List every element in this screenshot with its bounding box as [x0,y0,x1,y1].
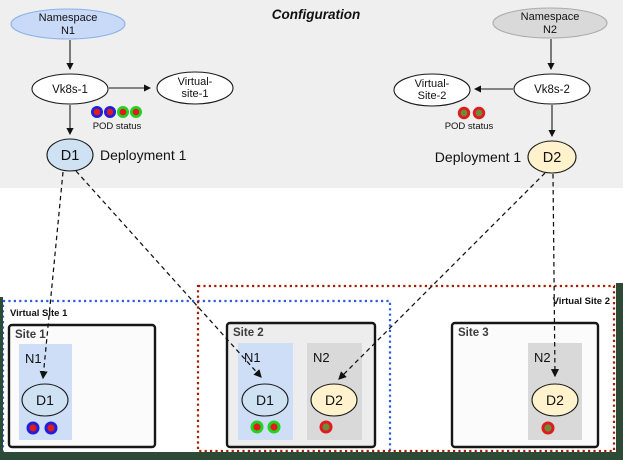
pod-status-dot-center [119,108,127,116]
pod-status-dot-center [460,109,468,117]
pod-status-dot-center [270,423,278,431]
virtual-site2-label-line1: Virtual- [415,78,450,90]
site2-namespace-n1-label: N1 [244,350,261,365]
pod-status-label-n2: POD status [445,121,494,132]
deployment-d1-node-label: D1 [61,148,80,164]
vk8s2-label: Vk8s-2 [534,84,570,96]
virtual-site2-region-label: Virtual Site 2 [553,296,610,307]
deployment-d2-node [527,140,577,174]
dashed-arrow-d1-to-site1 [39,171,64,380]
config-group-n1: Namespace N1 Vk8s-1 Virtual- site-1 POD … [10,8,234,172]
site2-namespace-n2-label: N2 [313,350,330,365]
site1-group: Site 1 N1 D1 [7,323,157,449]
site2-d2-label: D2 [325,392,343,408]
namespace-n2-node [492,7,608,39]
site3-d2-node [531,383,579,417]
virtual-site1-label-line2: site-1 [182,88,209,100]
left-edge-strip [0,297,3,460]
virtual-site2-label-line2: Site-2 [418,90,447,102]
virtual-site2-region [196,284,616,453]
pod-status-dot-center [47,424,55,432]
namespace-n1-label-line1: Namespace [39,12,98,24]
vk8s2-node [513,73,591,105]
namespace-n2-label-line2: N2 [543,24,557,36]
dashed-arrow-d1-to-site2 [75,170,262,378]
site2-d2-node [310,383,358,417]
site3-namespace-n2-label: N2 [534,350,551,365]
dashed-arrow-d2-to-site3 [550,173,559,378]
site1-label: Site 1 [15,329,46,341]
deployment-d2-node-label: D2 [543,150,562,166]
right-edge-strip [616,283,623,460]
site2-d1-label: D1 [256,392,274,408]
pod-status-dot-center [322,423,330,431]
pod-status-dot-center [93,108,101,116]
pod-status-label-n1: POD status [93,121,142,132]
site2-label: Site 2 [233,327,264,339]
site1-d1-label: D1 [36,392,54,408]
pod-status-dot-center [253,423,261,431]
config-group-n2: Namespace N2 Vk8s-2 Virtual- Site-2 POD … [393,7,608,174]
site2-group: Site 2 N1 D1 N2 D2 [225,321,377,449]
site1-namespace-n1-label: N1 [25,351,42,366]
virtual-site1-node [156,71,234,105]
dashed-arrow-d2-to-site2 [338,172,546,380]
site3-label: Site 3 [458,327,489,339]
site2-d1-node [241,383,289,417]
deployment1-right-label: Deployment 1 [435,149,522,165]
vk8s1-label: Vk8s-1 [52,84,88,96]
virtual-site2-node [393,73,471,107]
pod-status-dot-center [29,424,37,432]
namespace-n1-label-line2: N1 [61,25,75,37]
namespace-n2-label-line1: Namespace [521,11,580,23]
site3-group: Site 3 N2 D2 [450,321,600,449]
pod-status-dot-center [544,424,552,432]
site3-d2-label: D2 [546,392,564,408]
virtual-site1-label-line1: Virtual- [178,76,213,88]
deployment1-left-label: Deployment 1 [100,147,187,163]
vk8s1-node [31,73,109,105]
pod-status-group-n1: POD status [91,106,142,132]
deployment-d1-node [46,138,94,172]
pod-status-dot-center [475,109,483,117]
bottom-edge-strip [0,452,623,460]
pod-status-dot-center [132,108,140,116]
pod-status-group-n2: POD status [445,106,494,132]
virtual-site1-region-label: Virtual Site 1 [10,308,68,319]
site1-d1-node [21,383,69,417]
namespace-n1-node [10,8,126,40]
configuration-title: Configuration [272,7,360,22]
pod-status-dot-center [106,108,114,116]
